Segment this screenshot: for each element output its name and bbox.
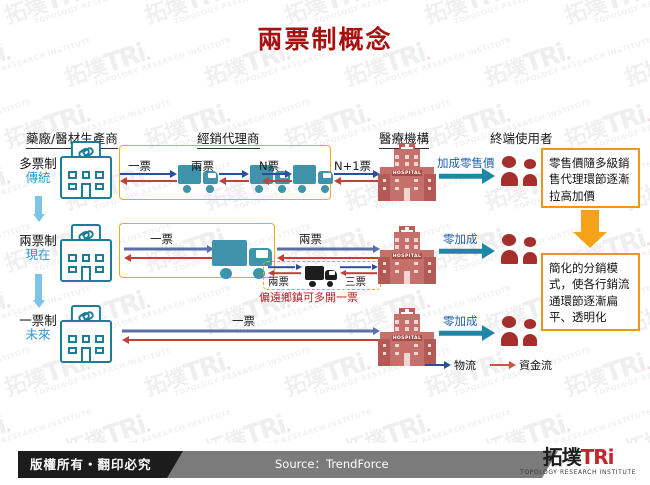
page-title: 兩票制概念: [257, 25, 393, 54]
legend: 物流 資金流: [425, 357, 552, 373]
legend-item-cash-flow: 資金流: [490, 357, 552, 373]
stage-label-one-ticket: 一票制 未來: [10, 313, 66, 343]
legend-item-logistics: 物流: [425, 357, 476, 373]
markup-label-row2: 零加成: [443, 232, 478, 246]
footer-copyright: 版權所有・翻印必究: [18, 451, 183, 478]
ticket-label-remote-2: 三票: [345, 276, 366, 288]
callout-transition-arrow: [573, 210, 607, 248]
hospital-sign-label: HOSPITAL: [391, 169, 423, 177]
stage-system-label: 多票制: [19, 156, 57, 171]
callout-simplified-distribution: 簡化的分銷模式，使各行銷流通環節逐漸扁平、透明化: [541, 253, 640, 331]
ticket-label-row2-2: 兩票: [299, 232, 322, 246]
footer-source: Source：TrendForce: [275, 457, 389, 471]
stage-system-label: 一票制: [19, 313, 57, 328]
cash-flow-arrow-icon: [490, 361, 516, 369]
tri-logo-tagline: TOPOLOGY RESEARCH INSTITUTE: [520, 469, 636, 476]
truck-icon-row1-a: [178, 163, 218, 193]
stage-transition-arrow-1: [33, 196, 45, 222]
hospital-icon-row2: HOSPITAL: [378, 226, 436, 284]
stage-era-label: 現在: [25, 247, 51, 263]
footer: 版權所有・翻印必究 Source：TrendForce 拓墣TRi TOPOLO…: [0, 443, 650, 485]
pharma-factory-icon-row2: [60, 224, 112, 282]
hospital-icon-row1: HOSPITAL: [378, 143, 436, 201]
legend-label-logistics: 物流: [454, 359, 476, 372]
truck-icon-row1-c: [293, 163, 333, 193]
markup-label-row3: 零加成: [443, 314, 478, 328]
tri-logo: 拓墣TRi TOPOLOGY RESEARCH INSTITUTE: [520, 447, 636, 477]
hospital-sign-label: HOSPITAL: [391, 252, 423, 260]
stage-era-label: 未來: [25, 327, 51, 343]
ticket-label-row3: 一票: [232, 314, 255, 328]
ticket-label-remote-1: 兩票: [268, 276, 289, 288]
pharma-factory-icon-row3: [60, 305, 112, 363]
callout-price-escalation: 零售價隨多級銷售代理環節逐漸拉高加價: [541, 148, 640, 208]
pharma-factory-icon-row1: [60, 141, 112, 199]
markup-label-row1: 加成零售價: [437, 156, 495, 170]
ticket-label-row1-3: N票: [259, 159, 280, 173]
ticket-label-row1-1: 一票: [128, 159, 151, 173]
stage-transition-arrow-2: [33, 274, 45, 308]
column-header-end-user: 終端使用者: [490, 131, 553, 146]
distributor-group-box-row2: [119, 223, 275, 278]
tri-logo-wordmark: 拓墣TRi: [520, 447, 636, 468]
tri-logo-latin: TRi: [580, 445, 615, 469]
ticket-label-row2-1: 一票: [150, 232, 173, 246]
stage-era-label: 傳統: [25, 170, 51, 186]
column-header-distributor: 經銷代理商: [197, 128, 260, 149]
legend-label-cash-flow: 資金流: [519, 359, 552, 372]
end-user-icon-row2: [501, 233, 537, 265]
ticket-label-row1-4: N+1票: [334, 159, 372, 173]
stage-system-label: 兩票制: [19, 233, 57, 248]
truck-icon-remote: [305, 264, 337, 287]
hospital-icon-row3: HOSPITAL: [378, 308, 436, 366]
stage-label-multi-ticket: 多票制 傳統: [10, 156, 66, 186]
end-user-icon-row3: [501, 315, 537, 347]
tri-logo-cjk: 拓墣: [542, 445, 582, 469]
end-user-icon-row1: [501, 155, 537, 187]
ticket-label-row1-2: 兩票: [191, 159, 214, 173]
remote-township-note: 偏遠鄉鎮可多開一票: [259, 291, 358, 304]
hospital-sign-label: HOSPITAL: [391, 334, 423, 342]
stage-label-two-ticket: 兩票制 現在: [10, 233, 66, 263]
logistics-arrow-icon: [425, 361, 451, 369]
